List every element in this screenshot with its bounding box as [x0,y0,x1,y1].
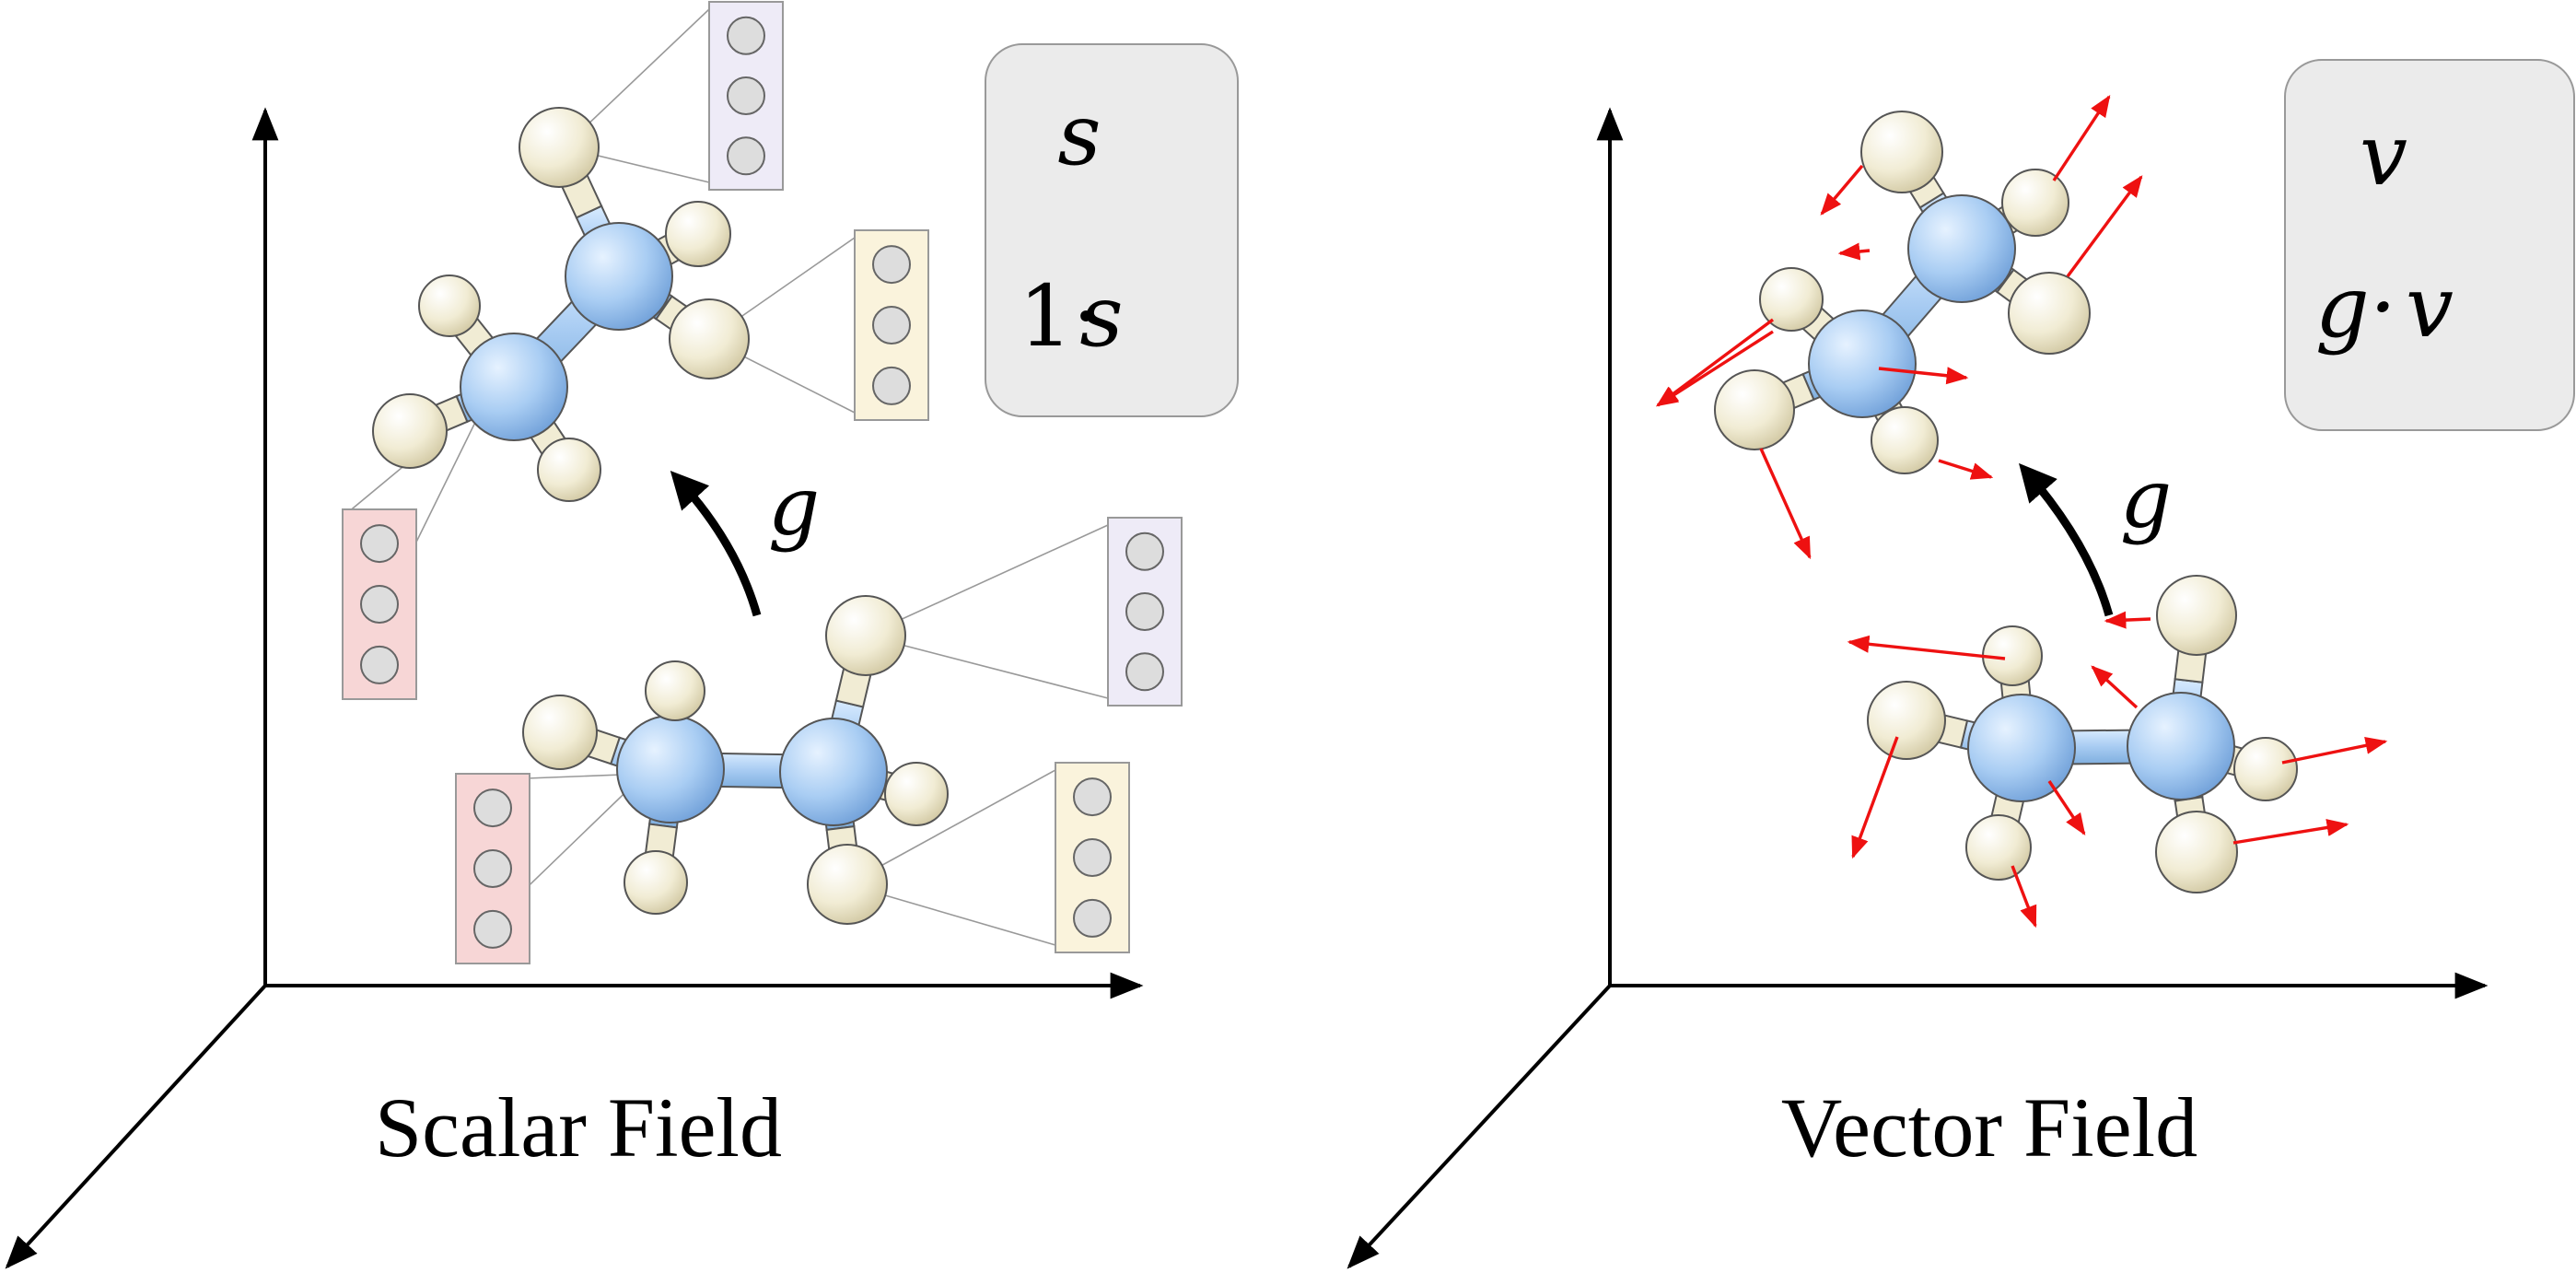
vector-arrow [1655,330,1774,407]
vector-arrow [2232,819,2349,845]
feature-circle [1073,777,1112,817]
scalar-field-caption: Scalar Field [375,1080,782,1174]
vector-arrow [1851,736,1899,859]
vector-arrow [2091,665,2139,709]
vector-legend-box [2284,59,2575,431]
scalar-lower-molecule [522,595,949,925]
scalar-legend: s 1· s [985,43,1239,417]
transform-label-right: g [2120,451,2172,546]
scalar-z-axis [5,984,267,1269]
feature-circle [727,76,765,115]
feature-circle [727,16,765,55]
vector-arrow [2104,611,2151,629]
vector-arrow [1759,448,1812,560]
vector-arrow [2052,95,2111,181]
feature-circle [1073,838,1112,877]
feature-circle [872,306,911,345]
vector-lower-hydrogen-atom [1867,681,1946,760]
feature-vector-purple [563,1,784,191]
scalar-lower-hydrogen-atom [522,695,598,770]
vector-arrow [2066,175,2143,278]
feature-vector-yellow [708,229,929,421]
vector-upper-hydrogen-atom [2001,169,2069,237]
vector-field-panel [1346,95,2551,1269]
scalar-upper-hydrogen-atom [665,201,731,267]
feature-vector-red [455,773,646,964]
scalar-lower-hydrogen-atom [884,762,949,826]
vector-upper-molecule [1714,111,2091,474]
vector-lower-hydrogen-atom [2156,575,2237,656]
scalar-lower-hydrogen-atom [807,844,888,925]
feature-circle [1125,652,1164,692]
feature-vector-purple [865,517,1183,707]
vector-legend-v: v [2360,106,2407,204]
leader-line [865,524,1109,636]
scalar-upper-hydrogen-atom [372,393,448,469]
scalar-legend-s: s [1057,86,1101,184]
scalar-upper-carbon-atom [565,222,673,331]
feature-circle [473,849,512,888]
scalar-upper-hydrogen-atom [418,274,481,337]
scalar-lower-hydrogen-atom [624,850,688,915]
feature-circle [1073,898,1112,938]
vector-arrow [2011,865,2037,928]
vector-upper-hydrogen-atom [2008,272,2091,355]
transform-arrow-left [670,471,762,617]
feature-circle [1125,531,1164,571]
scalar-upper-carbon-atom [460,333,568,441]
scalar-legend-s-transformed: s [1079,267,1123,366]
vector-arrow [1837,242,1871,261]
feature-circle [872,366,911,405]
feature-circle [473,909,512,949]
vector-legend: v g· v [2284,59,2575,431]
leader-line [865,635,1109,699]
transform-arrow-right [2019,462,2114,617]
vector-field-caption: Vector Field [1781,1080,2197,1174]
vector-arrow [1820,164,1864,216]
scalar-upper-molecule [372,107,750,502]
scalar-lower-carbon-atom [616,715,725,823]
vector-lower-carbon-atom [1967,694,2076,802]
feature-circle [360,645,399,684]
feature-circle [473,788,512,828]
vector-arrow [1878,367,1969,385]
feature-circle [872,245,911,285]
vector-lower-hydrogen-atom [2233,737,2298,801]
vector-arrow [2047,780,2086,835]
vector-upper-hydrogen-atom [1714,369,1795,450]
feature-circle [360,524,399,564]
vector-arrow [1847,635,2006,660]
vector-z-axis [1346,984,1612,1269]
vector-lower-carbon-atom [2127,692,2235,800]
scalar-lower-hydrogen-atom [645,660,705,721]
vector-arrow [2281,736,2388,765]
scalar-upper-hydrogen-atom [537,438,601,502]
scalar-legend-box [985,43,1239,417]
vector-lower-molecule [1867,575,2298,893]
scalar-lower-carbon-atom [779,718,888,826]
feature-vector-red [342,395,489,700]
scalar-lower-hydrogen-atom [825,595,906,676]
scalar-upper-hydrogen-atom [519,107,600,188]
feature-circle [360,585,399,624]
scalar-upper-hydrogen-atom [669,298,750,380]
vector-upper-carbon-atom [1808,309,1917,418]
vector-upper-hydrogen-atom [1759,267,1824,332]
vector-legend-v-transformed: v [2406,258,2454,356]
vector-lower-hydrogen-atom [2155,811,2238,893]
vector-upper-carbon-atom [1907,194,2016,303]
vector-legend-g-dot: g· [2315,258,2396,356]
feature-circle [1125,592,1164,631]
vector-arrow [1938,459,1994,480]
vector-upper-hydrogen-atom [1871,406,1939,474]
transform-label-left: g [768,459,820,554]
feature-vector-yellow [846,762,1130,953]
scalar-field-panel [5,1,1206,1269]
feature-circle [727,136,765,176]
scalar-legend-one-dot: 1· [1019,267,1100,366]
vector-upper-hydrogen-atom [1860,111,1943,193]
vector-lower-hydrogen-atom [1965,814,2032,881]
